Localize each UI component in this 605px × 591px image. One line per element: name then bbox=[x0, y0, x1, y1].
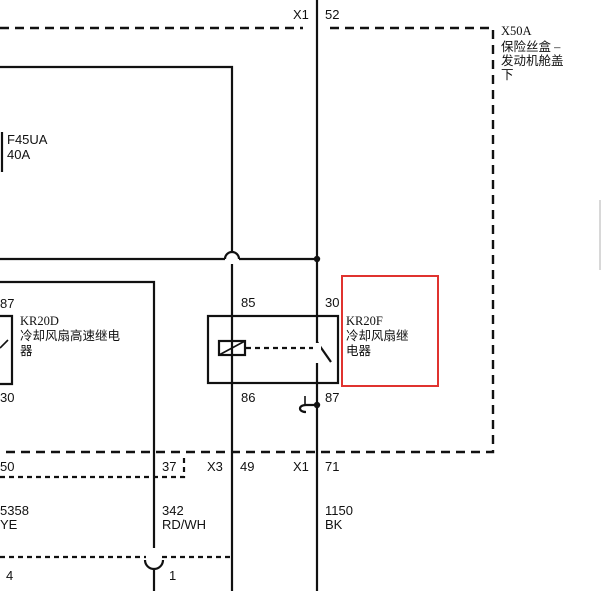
relay-coil-diagonal bbox=[218, 340, 246, 356]
relay-left-name-line-1: 冷却风扇高速继电 bbox=[20, 328, 121, 343]
wire-mid-code: 342 bbox=[162, 503, 184, 518]
wire-right-color: BK bbox=[325, 517, 343, 532]
fuse-rating: 40A bbox=[7, 147, 30, 162]
fuse-id: F45UA bbox=[7, 132, 48, 147]
relay-kr20f-body bbox=[206, 314, 340, 385]
inline-connector-socket bbox=[143, 559, 165, 571]
top-connector-pin: 52 bbox=[325, 7, 339, 22]
bottom-connector-bracket bbox=[0, 458, 186, 479]
relay-main-id: KR20F bbox=[346, 314, 383, 328]
fusebox-boundary bbox=[0, 26, 495, 454]
bottom-mid-pin: 37 bbox=[162, 459, 176, 474]
relay-output-hook bbox=[298, 403, 317, 414]
inline-pin-right: 1 bbox=[169, 568, 176, 583]
wire-342 bbox=[0, 280, 156, 548]
wire-mid-color: RD/WH bbox=[162, 517, 206, 532]
relay-switch-gap bbox=[313, 343, 321, 363]
relay-main-highlight bbox=[341, 275, 439, 387]
bottom-x3-pin: 49 bbox=[240, 459, 254, 474]
fusebox-id: X50A bbox=[501, 24, 532, 38]
wire-right-code: 1150 bbox=[325, 503, 353, 518]
relay-main-pin-87: 87 bbox=[325, 390, 339, 405]
relay-coil bbox=[217, 339, 247, 357]
fusebox-name-line-3: 下 bbox=[501, 68, 514, 82]
bottom-x1-pin: 71 bbox=[325, 459, 339, 474]
relay-left-id: KR20D bbox=[20, 314, 59, 328]
fusebox-name-line-2: 发动机舱盖 bbox=[501, 53, 564, 68]
fusebox-name-line-1: 保险丝盒 – bbox=[501, 39, 561, 54]
relay-left-name-line-2: 器 bbox=[20, 344, 33, 358]
fuse-feed-wire bbox=[0, 65, 234, 252]
relay-main-name-line-2: 电器 bbox=[346, 344, 372, 358]
relay-kr20d bbox=[0, 314, 14, 386]
bottom-x3-label: X3 bbox=[207, 459, 223, 474]
relay-main-name-line-1: 冷却风扇继 bbox=[346, 328, 409, 343]
bottom-x1-label: X1 bbox=[293, 459, 309, 474]
relay-main-pin-85: 85 bbox=[241, 295, 255, 310]
relay-left-pin-bottom: 30 bbox=[0, 390, 14, 405]
relay-main-pin-30: 30 bbox=[325, 295, 339, 310]
wire-left-color: YE bbox=[0, 517, 18, 532]
horizontal-bus bbox=[0, 250, 321, 263]
wire-left-code: 5358 bbox=[0, 503, 29, 518]
inline-pin-left: 4 bbox=[6, 568, 13, 583]
relay-left-pin-top: 87 bbox=[0, 296, 14, 311]
top-connector-x1: X1 bbox=[293, 7, 309, 22]
relay-main-pin-86: 86 bbox=[241, 390, 255, 405]
bottom-left-pin: 50 bbox=[0, 459, 14, 474]
